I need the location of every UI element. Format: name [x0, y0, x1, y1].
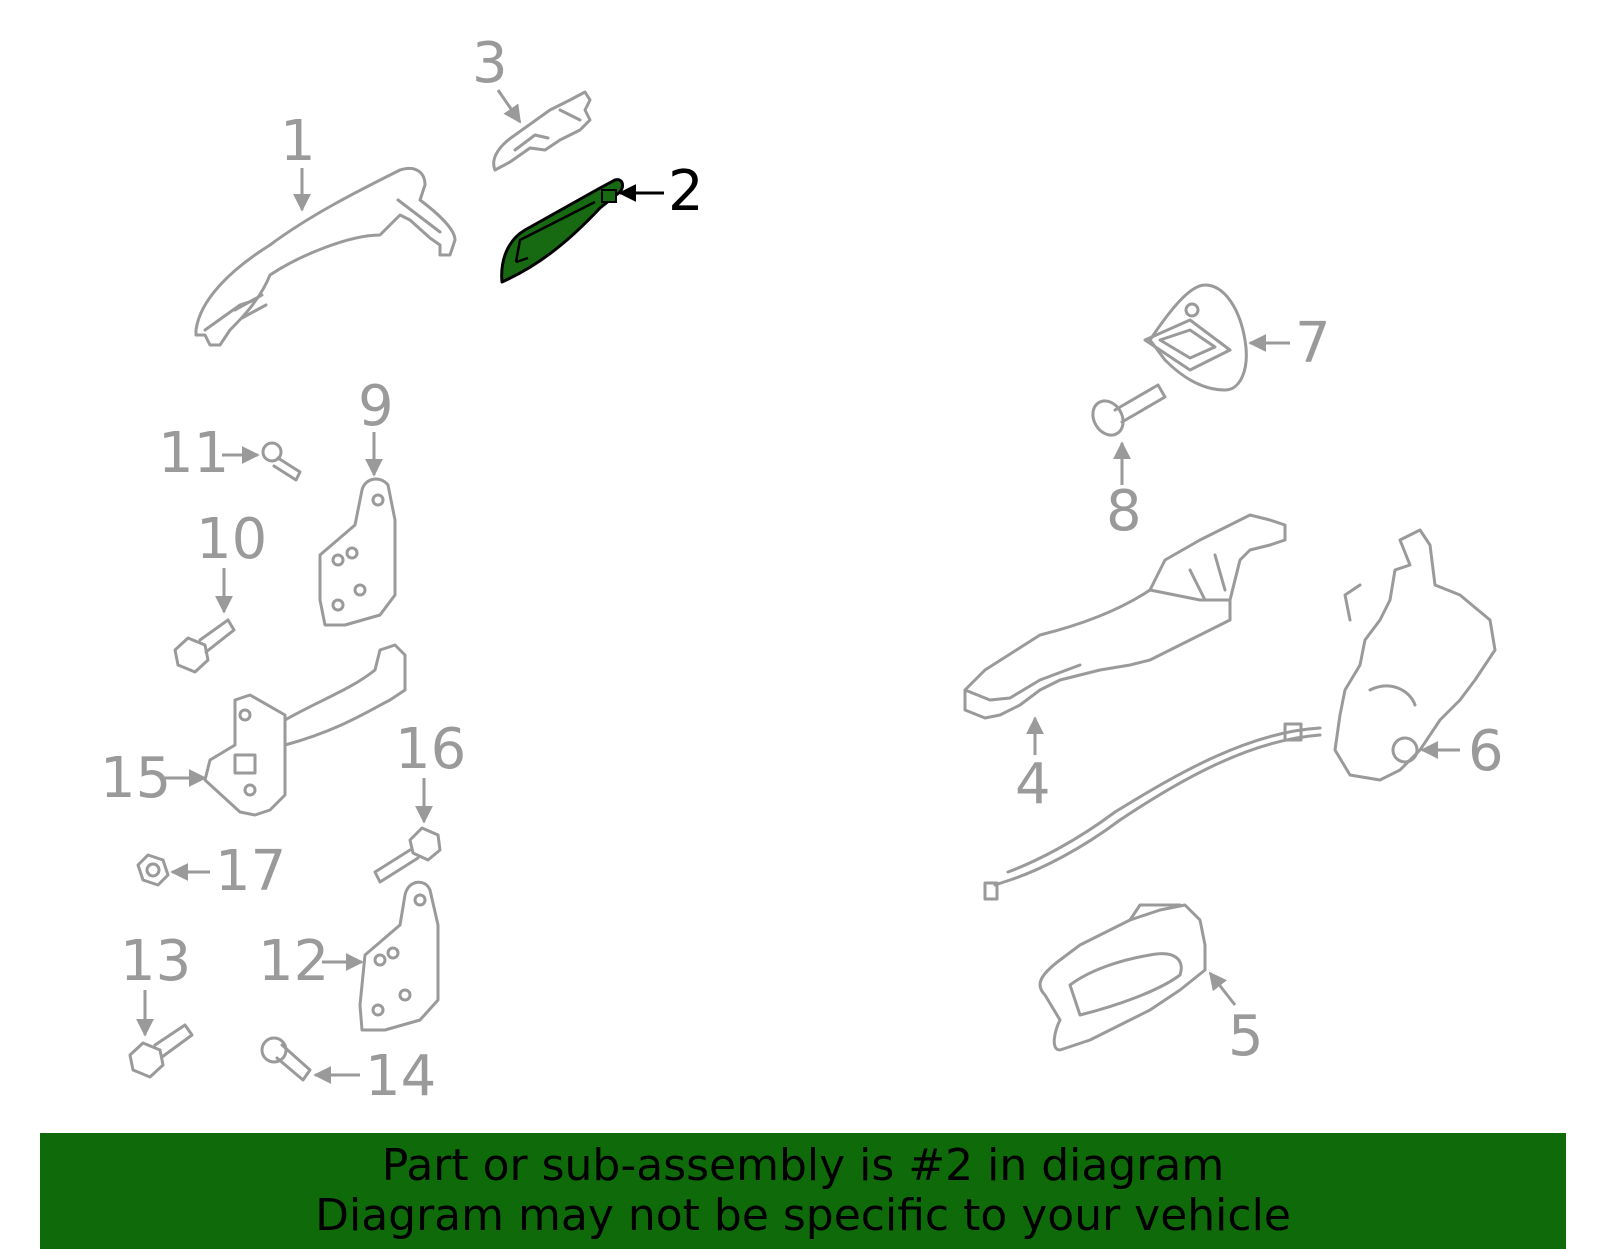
callout-12: 12	[258, 929, 329, 994]
callout-1: 1	[280, 109, 316, 174]
parts-diagram: 1 2 3 4 5 6	[100, 31, 1504, 1109]
banner-line-1: Part or sub-assembly is #2 in diagram	[381, 1140, 1225, 1191]
part-3-handle-cap[interactable]	[492, 90, 592, 172]
callout-3: 3	[472, 31, 508, 96]
part-14-bolt[interactable]	[260, 1036, 312, 1082]
arrow-5	[1208, 971, 1237, 1006]
part-2-handle-pad[interactable]	[500, 178, 624, 284]
callout-7: 7	[1295, 311, 1331, 376]
callout-16: 16	[395, 717, 466, 782]
part-11-bolt[interactable]	[261, 441, 302, 482]
part-4-handle-bracket[interactable]	[963, 513, 1287, 720]
part-6-door-latch[interactable]	[983, 528, 1497, 901]
banner-line-2: Diagram may not be specific to your vehi…	[315, 1190, 1291, 1241]
part-8-striker-bolt[interactable]	[1087, 383, 1167, 441]
callout-11: 11	[158, 421, 229, 486]
part-10-bolt[interactable]	[173, 618, 236, 674]
info-banner: Part or sub-assembly is #2 in diagram Di…	[40, 1133, 1566, 1249]
callout-9: 9	[358, 374, 394, 439]
part-17-nut[interactable]	[136, 853, 170, 887]
part-12-lower-hinge[interactable]	[358, 880, 440, 1032]
part-16-bolt[interactable]	[373, 826, 442, 884]
callout-6: 6	[1468, 719, 1504, 784]
callout-4: 4	[1015, 752, 1051, 817]
callout-2: 2	[668, 159, 704, 224]
callout-8: 8	[1106, 479, 1142, 544]
part-5-inside-handle[interactable]	[1038, 903, 1207, 1052]
arrow-3	[496, 89, 522, 124]
part-7-striker[interactable]	[1143, 283, 1248, 392]
callout-13: 13	[120, 929, 191, 994]
callout-14: 14	[365, 1044, 436, 1109]
callout-10: 10	[196, 507, 267, 572]
part-13-bolt[interactable]	[128, 1023, 194, 1079]
part-9-upper-hinge[interactable]	[318, 477, 397, 627]
callout-15: 15	[100, 746, 171, 811]
part-1-outer-handle[interactable]	[194, 166, 457, 347]
callout-5: 5	[1228, 1004, 1264, 1069]
part-15-door-check[interactable]	[203, 643, 407, 817]
callout-17: 17	[215, 839, 286, 904]
